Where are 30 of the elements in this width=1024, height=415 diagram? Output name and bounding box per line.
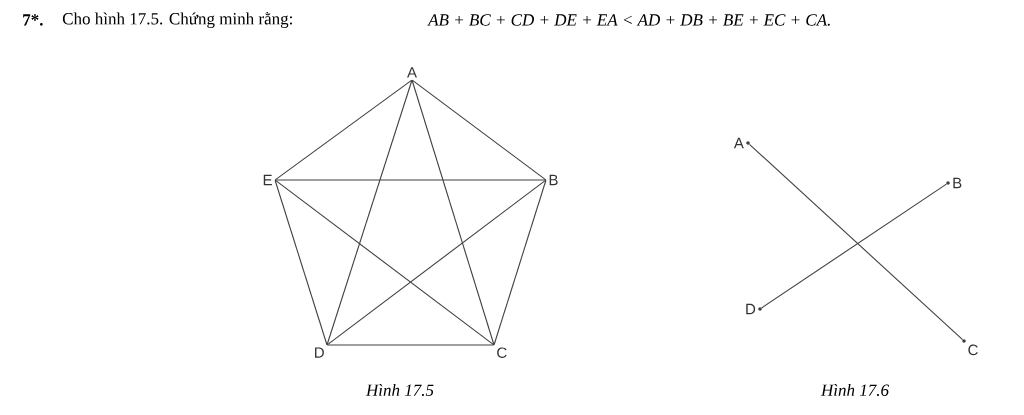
line-segment [748, 143, 964, 341]
point: B [549, 174, 558, 186]
point: A [407, 67, 417, 78]
figure-caption: Hình 17.5 [365, 384, 434, 397]
line-segment [326, 179, 547, 346]
node-label: C [968, 344, 978, 356]
node-label: D [746, 303, 756, 315]
line-segment [761, 183, 947, 309]
node-label: B [953, 177, 962, 189]
line-segment [326, 344, 495, 346]
line-segment [411, 79, 495, 346]
exercise-number: 7*. [23, 14, 43, 26]
node-label: A [733, 137, 744, 149]
line-segment [326, 79, 413, 346]
point: B [946, 177, 962, 189]
point: A [733, 137, 750, 149]
point: C [497, 347, 507, 358]
line-segment [493, 179, 547, 346]
point: D [315, 347, 324, 358]
inequality: AB + BC + CD + DE + EA < AD + DB + BE + EC + CA. [427, 14, 830, 26]
point: C [962, 339, 978, 356]
point: D [746, 303, 762, 315]
line-segment [274, 79, 413, 181]
line-segment [274, 179, 328, 346]
problem-text: Cho hình 17.5. Chứng minh rằng: [62, 12, 292, 28]
figure-caption: Hình 17.6 [820, 384, 889, 397]
line-segment [274, 179, 495, 346]
line-segment [274, 179, 547, 181]
line-segment [411, 79, 547, 181]
point: E [263, 174, 272, 186]
